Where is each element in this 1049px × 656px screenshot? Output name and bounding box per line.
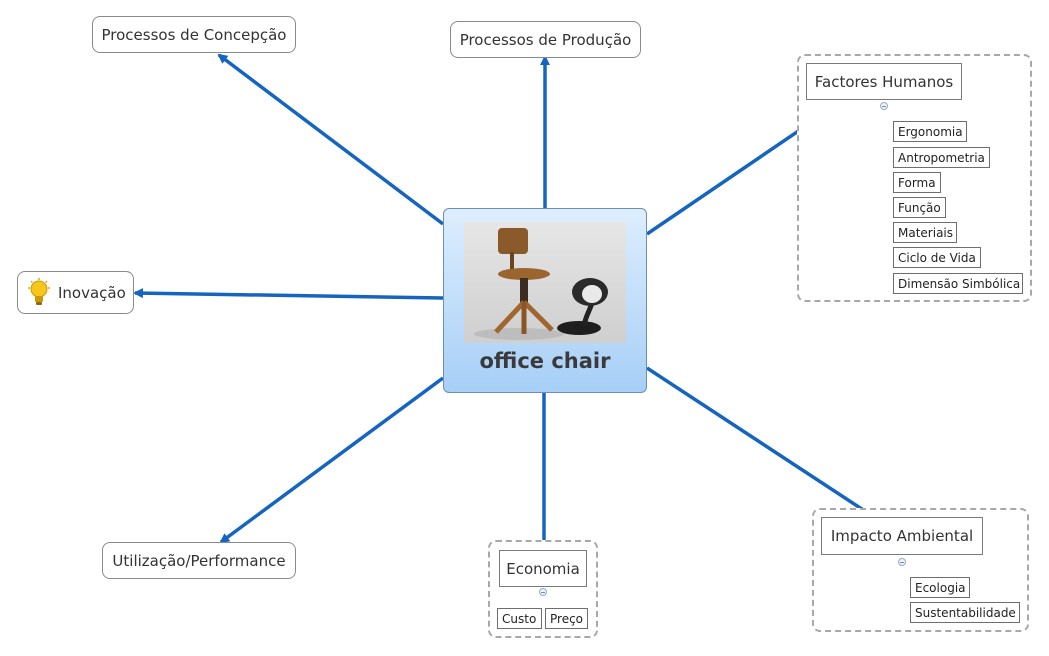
topic-inovacao-label: Inovação (58, 283, 126, 302)
leaf-materiais[interactable]: Materiais (893, 222, 957, 243)
topic-utilizacao-performance[interactable]: Utilização/Performance (102, 542, 296, 579)
collapse-factores-icon[interactable] (880, 102, 888, 110)
leaf-sustentabilidade[interactable]: Sustentabilidade (910, 602, 1020, 623)
lightbulb-icon (28, 277, 50, 305)
topic-processos-producao[interactable]: Processos de Produção (450, 21, 641, 58)
leaf-custo[interactable]: Custo (497, 608, 542, 629)
topic-impacto-ambiental[interactable]: Impacto Ambiental (821, 517, 983, 555)
connector-utilizacao (219, 376, 445, 544)
topic-economia[interactable]: Economia (499, 550, 587, 587)
leaf-ergonomia[interactable]: Ergonomia (893, 121, 967, 142)
collapse-impacto-icon[interactable] (898, 558, 906, 566)
central-topic[interactable]: office chair (443, 208, 647, 393)
leaf-ecologia[interactable]: Ecologia (910, 577, 970, 598)
leaf-dimensao-simbolica[interactable]: Dimensão Simbólica (893, 273, 1023, 294)
connector-inovacao (133, 288, 444, 300)
leaf-antropometria[interactable]: Antropometria (893, 147, 990, 168)
chair-and-lamp-photo (464, 222, 626, 343)
topic-processos-concepcao[interactable]: Processos de Concepção (92, 16, 296, 53)
central-topic-title: office chair (479, 349, 611, 373)
connector-impacto (646, 366, 876, 519)
collapse-economia-icon[interactable] (539, 588, 547, 596)
leaf-preco[interactable]: Preço (545, 608, 588, 629)
leaf-funcao[interactable]: Função (893, 197, 946, 218)
leaf-forma[interactable]: Forma (893, 172, 941, 193)
connector-concepcao (217, 53, 445, 226)
topic-inovacao[interactable]: Inovação (17, 271, 134, 314)
topic-factores-humanos[interactable]: Factores Humanos (806, 63, 962, 100)
leaf-ciclo-de-vida[interactable]: Ciclo de Vida (893, 247, 981, 268)
